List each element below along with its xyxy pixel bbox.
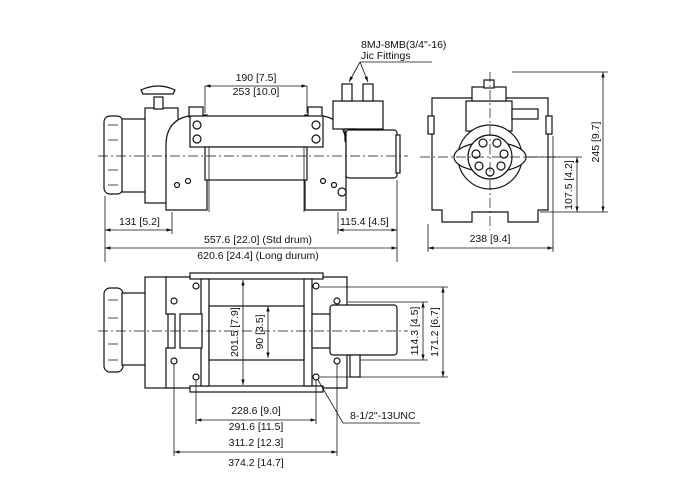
valve-block <box>332 100 384 130</box>
dim-width: 238 [9.4] <box>470 233 511 245</box>
clutch-handle <box>140 85 176 95</box>
fitting-label: 8MJ-8MB(3/4"-16) <box>361 39 446 51</box>
dim-tie-bar-outer: 253 [10.0] <box>233 86 280 98</box>
dim-flange: 201.5 [7.9] <box>229 307 241 357</box>
gear-housing <box>121 118 147 193</box>
dim-height: 245 [9.7] <box>590 121 602 162</box>
dim-mount-long: 374.2 [14.7] <box>228 457 284 469</box>
dim-length-long: 620.6 [24.4] (Long durum) <box>197 250 318 262</box>
bottom-view: 201.5 [7.9] 90 [3.5] 114.3 [4.5] 171.2 [… <box>98 272 448 469</box>
bolt-holes <box>170 282 341 381</box>
motor-bottom <box>329 304 398 356</box>
top-rail <box>189 272 324 280</box>
motor-end-cap <box>103 115 124 195</box>
fitting-left <box>341 83 353 102</box>
dim-left-offset: 131 [5.2] <box>119 216 160 228</box>
dim-drum: 90 [3.5] <box>254 314 266 349</box>
dim-bolt-outer: 171.2 [6.7] <box>429 307 441 357</box>
dim-tie-bar: 190 [7.5] <box>236 72 277 84</box>
end-view: 245 [9.7] 107.5 [4.2] 238 [9.4] <box>420 71 608 252</box>
mount-holes <box>173 177 338 189</box>
bottom-rail <box>189 385 324 393</box>
clutch-stem <box>153 96 164 110</box>
dim-bolt-inner: 114.3 [4.5] <box>409 307 421 356</box>
fitting-right <box>362 83 374 102</box>
hydraulic-motor <box>345 129 398 179</box>
dim-length-std: 557.6 [22.0] (Std drum) <box>204 234 312 246</box>
dim-center-height: 107.5 [4.2] <box>563 160 575 210</box>
drum-bottom <box>208 305 305 361</box>
motor-bolts <box>471 138 509 177</box>
dim-mount: 311.2 [12.3] <box>229 437 284 449</box>
dim-bolt-spacing: 228.6 [9.0] <box>231 405 281 417</box>
dim-bolt-spacing-long: 291.6 [11.5] <box>229 421 284 433</box>
side-view: 8MJ-8MB(3/4"-16) Jic Fittings 190 [7.5] … <box>98 39 446 262</box>
drum <box>204 146 308 181</box>
bolt-label: 8-1/2"-13UNC <box>350 410 416 422</box>
fitting-label-sub: Jic Fittings <box>361 50 411 62</box>
tie-bar <box>189 115 324 148</box>
dim-right-offset: 115.4 [4.5] <box>340 216 389 228</box>
